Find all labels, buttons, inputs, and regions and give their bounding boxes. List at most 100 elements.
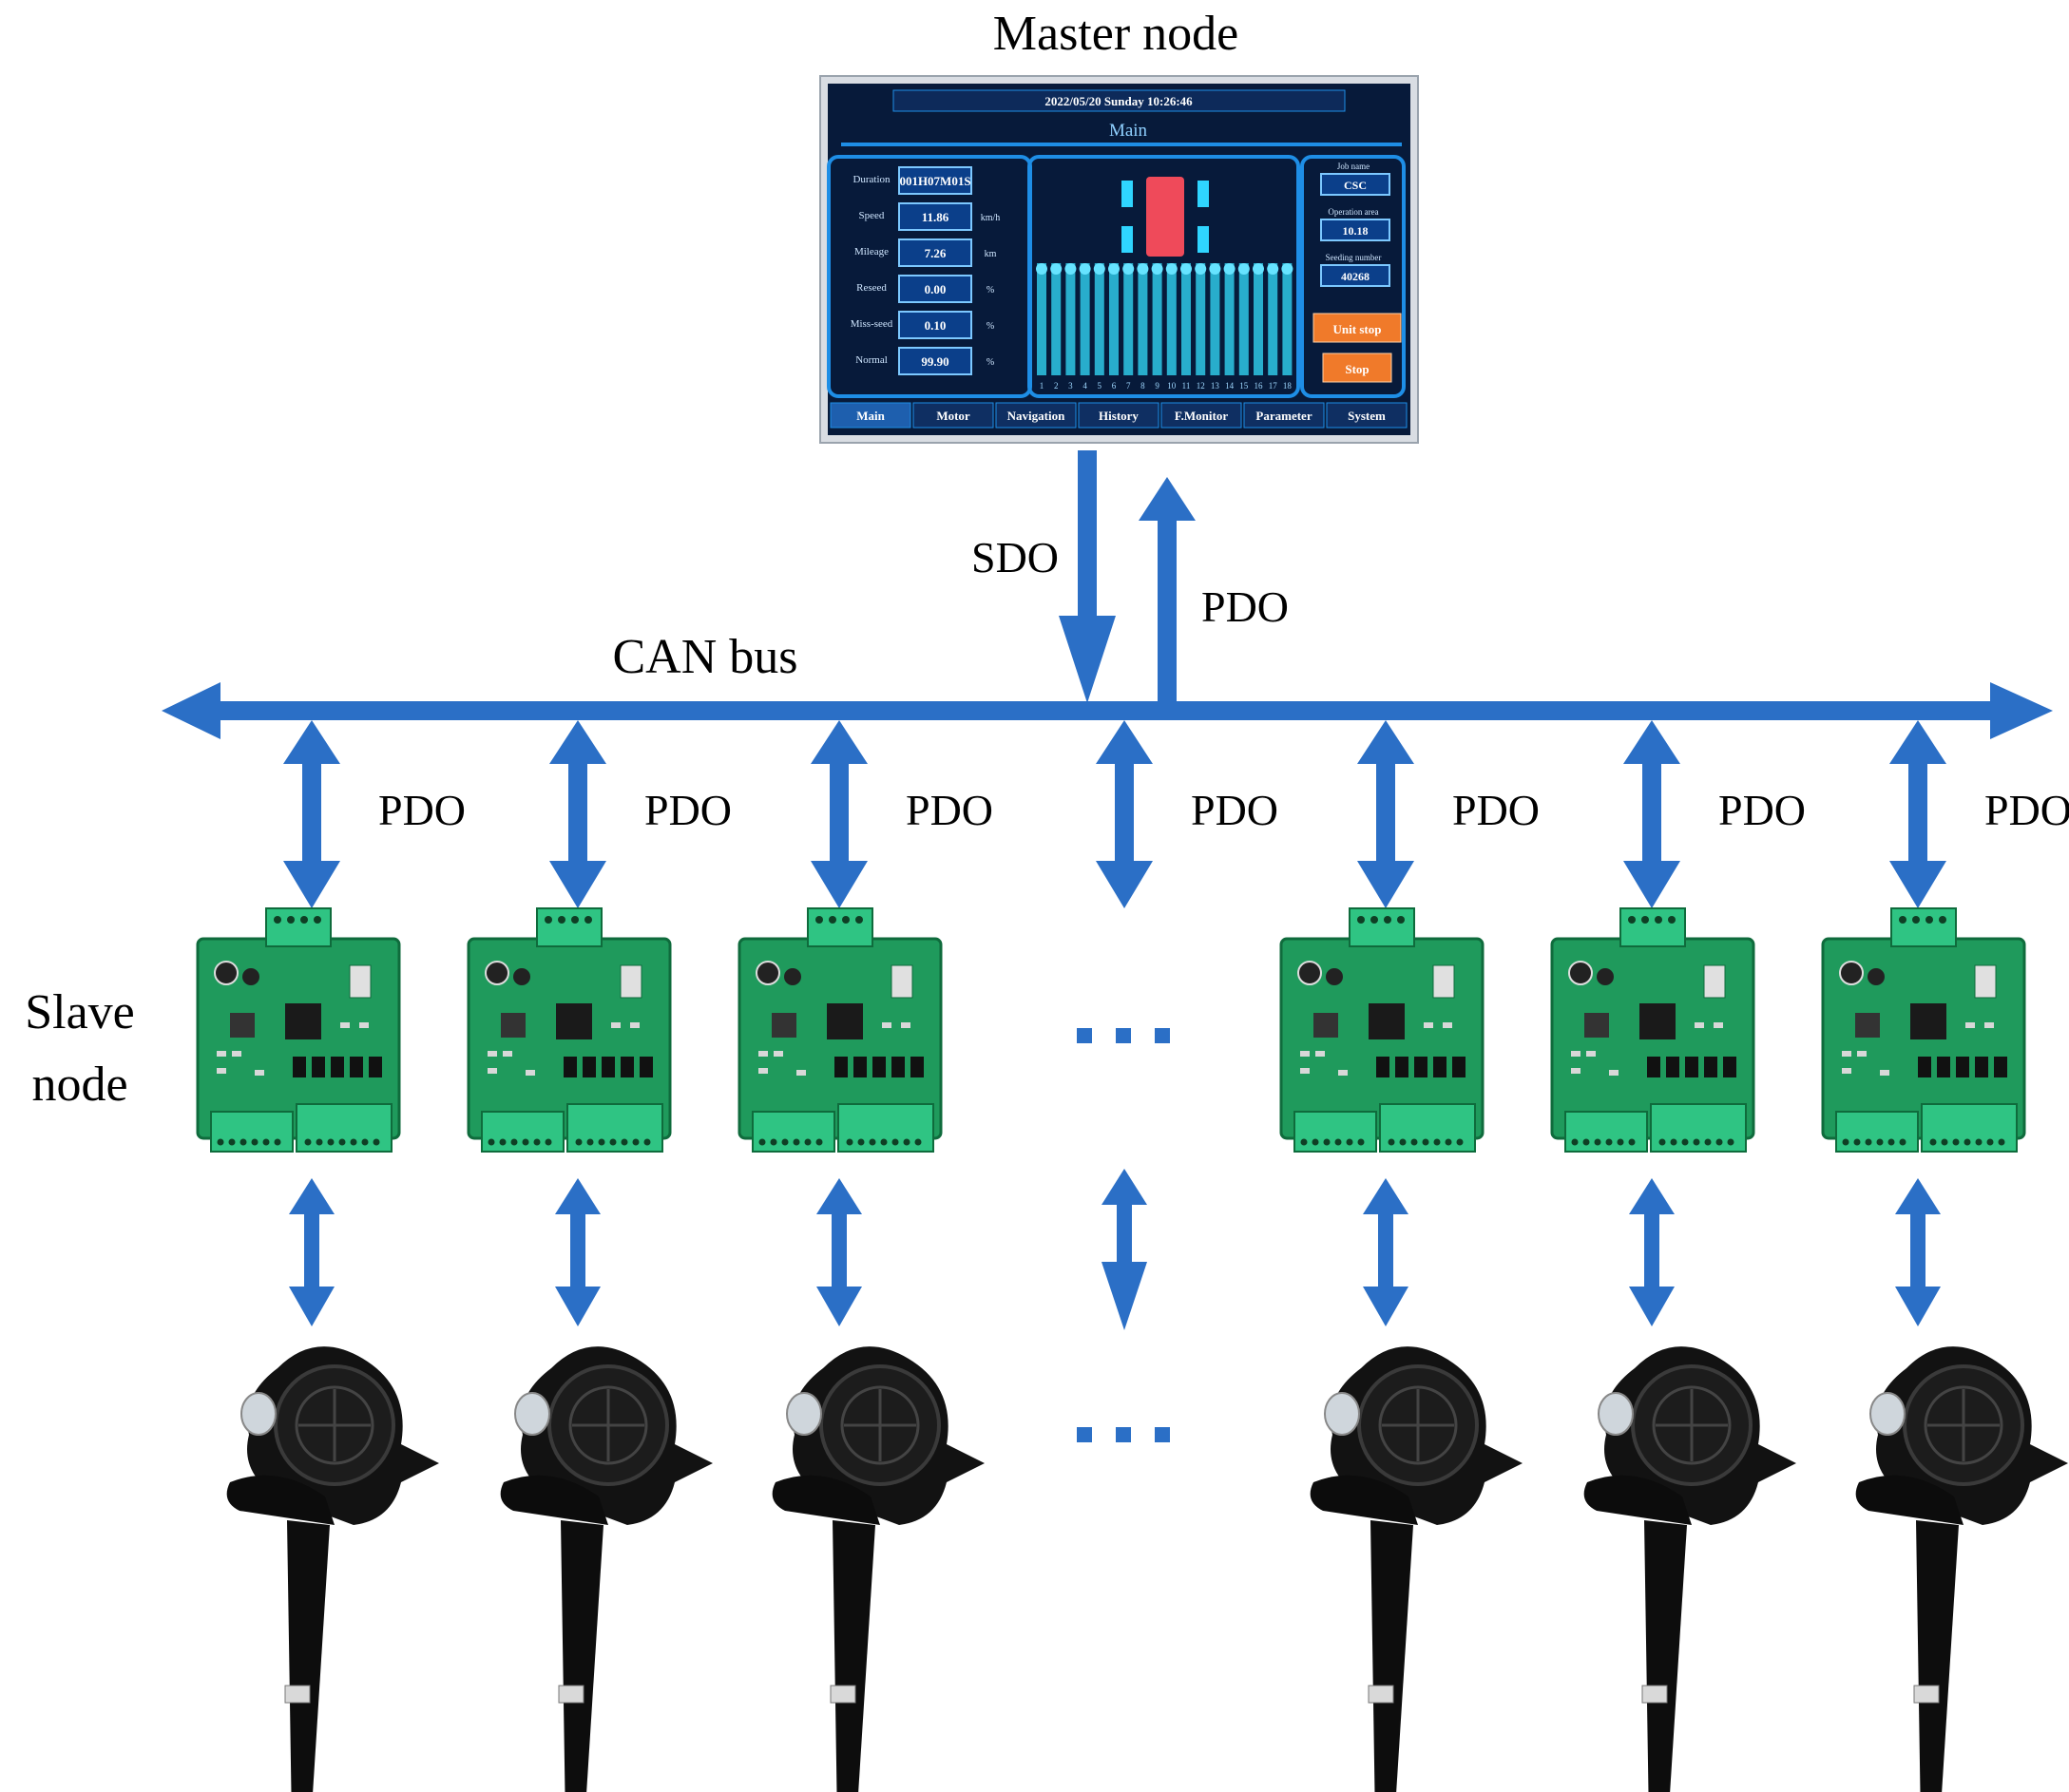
row-number: 11 bbox=[1182, 381, 1191, 391]
screen-tab[interactable] bbox=[830, 402, 911, 429]
seed-column-head bbox=[1209, 263, 1221, 275]
screen-field-unit: % bbox=[987, 285, 994, 295]
screen-tab-label: History bbox=[1099, 409, 1139, 423]
seed-meter-icon bbox=[1581, 1344, 1798, 1792]
row-number: 8 bbox=[1140, 381, 1145, 391]
seed-column bbox=[1254, 263, 1263, 375]
unit-stop-label: Unit stop bbox=[1333, 322, 1382, 336]
can-bus-line bbox=[162, 682, 2053, 739]
pdo-label: PDO bbox=[378, 786, 466, 834]
pdo-label: PDO bbox=[1452, 786, 1540, 834]
pdo-label: PDO bbox=[1984, 786, 2069, 834]
screen-tab-label: Main bbox=[856, 409, 885, 423]
seed-column-head bbox=[1165, 263, 1178, 275]
row-number: 12 bbox=[1197, 381, 1205, 391]
seed-column bbox=[1282, 263, 1293, 375]
slave-controller-board bbox=[1821, 906, 2026, 1153]
row-number: 14 bbox=[1225, 381, 1235, 391]
screen-tab[interactable] bbox=[912, 402, 994, 429]
seed-column-head bbox=[1151, 263, 1163, 275]
pdo-label: PDO bbox=[906, 786, 993, 834]
screen-right-value: CSC bbox=[1344, 179, 1367, 192]
ellipsis-boards bbox=[1077, 1028, 1170, 1043]
seed-column bbox=[1051, 263, 1062, 375]
controller-seeder-link-arrow bbox=[1363, 1178, 1408, 1326]
screen-tab-label: Parameter bbox=[1255, 409, 1312, 423]
screen-field-label: Miss-seed bbox=[851, 318, 893, 330]
seed-meter-icon bbox=[770, 1344, 987, 1792]
seed-column bbox=[1268, 263, 1278, 375]
row-number: 18 bbox=[1283, 381, 1293, 391]
screen-field-value: 99.90 bbox=[921, 354, 948, 369]
screen-tab-label: Motor bbox=[936, 409, 970, 423]
ellipsis-seeders bbox=[1077, 1427, 1170, 1442]
row-number: 17 bbox=[1269, 381, 1278, 391]
seed-column bbox=[1065, 263, 1076, 375]
row-number: 5 bbox=[1098, 381, 1102, 391]
screen-datetime: 2022/05/20 Sunday 10:26:46 bbox=[1044, 94, 1193, 108]
stop-button[interactable] bbox=[1322, 353, 1392, 383]
slave-controller-board bbox=[738, 906, 943, 1153]
seed-column bbox=[1224, 263, 1235, 375]
bus-drop-arrow bbox=[549, 720, 606, 908]
screen-field-unit: km bbox=[985, 249, 997, 259]
row-number: 2 bbox=[1054, 381, 1059, 391]
screen-tab[interactable] bbox=[1160, 402, 1242, 429]
screen-field-label: Duration bbox=[853, 174, 891, 185]
seed-column-head bbox=[1064, 263, 1077, 275]
row-number: 4 bbox=[1082, 381, 1087, 391]
screen-field-label: Speed bbox=[859, 210, 885, 221]
screen-tab[interactable] bbox=[995, 402, 1077, 429]
screen-tab-label: Navigation bbox=[1007, 409, 1065, 423]
row-number: 9 bbox=[1155, 381, 1159, 391]
seed-column-head bbox=[1237, 263, 1250, 275]
screen-field-value-box bbox=[898, 311, 972, 339]
unit-stop-button[interactable] bbox=[1312, 313, 1402, 343]
row-number: 7 bbox=[1126, 381, 1131, 391]
seed-meter-icon bbox=[224, 1344, 441, 1792]
seed-column bbox=[1123, 263, 1134, 375]
screen-right-value: 10.18 bbox=[1343, 224, 1369, 238]
sdo-arrow bbox=[1059, 450, 1116, 703]
row-number: 15 bbox=[1239, 381, 1249, 391]
pdo-label: PDO bbox=[644, 786, 732, 834]
screen-title: Main bbox=[1109, 121, 1148, 141]
seed-column bbox=[1080, 263, 1090, 375]
bus-drop-arrow bbox=[811, 720, 868, 908]
seed-column-head bbox=[1036, 263, 1047, 275]
screen-field-value: 001H07M01S bbox=[899, 174, 970, 188]
seed-column-head bbox=[1137, 263, 1149, 275]
seed-column-head bbox=[1079, 263, 1091, 275]
slave-node-label-line1: Slave bbox=[25, 985, 135, 1039]
controller-seeder-link-arrow bbox=[1895, 1178, 1941, 1326]
can-bus-label: CAN bus bbox=[612, 630, 797, 684]
row-number: 6 bbox=[1112, 381, 1117, 391]
screen-tab[interactable] bbox=[1078, 402, 1159, 429]
slave-node-label-line2: node bbox=[31, 1058, 127, 1112]
screen-field-value-box bbox=[898, 166, 972, 195]
seed-column bbox=[1037, 263, 1046, 375]
seed-column-head bbox=[1253, 263, 1264, 275]
screen-field-value: 0.10 bbox=[925, 318, 947, 333]
row-number: 16 bbox=[1255, 381, 1264, 391]
screen-field-unit: km/h bbox=[981, 213, 1001, 223]
seed-meter-icon bbox=[1853, 1344, 2069, 1792]
bus-drop-arrow bbox=[1357, 720, 1414, 908]
stop-label: Stop bbox=[1345, 362, 1369, 376]
screen-tab-label: System bbox=[1348, 409, 1386, 423]
row-number: 1 bbox=[1040, 381, 1044, 391]
screen-tab[interactable] bbox=[1243, 402, 1325, 429]
controller-seeder-link-arrow bbox=[1629, 1178, 1675, 1326]
seed-column bbox=[1152, 263, 1162, 375]
row-number: 13 bbox=[1211, 381, 1220, 391]
master-node-label: Master node bbox=[993, 7, 1238, 61]
screen-field-label: Mileage bbox=[854, 246, 889, 257]
slave-controller-board bbox=[196, 906, 401, 1153]
screen-right-value-box bbox=[1320, 264, 1390, 287]
screen-field-value-box bbox=[898, 275, 972, 303]
screen-tab[interactable] bbox=[1326, 402, 1408, 429]
master-node-screen: 2022/05/20 Sunday 10:26:46 Main Duration… bbox=[819, 75, 1419, 444]
seed-column-head bbox=[1180, 263, 1192, 275]
